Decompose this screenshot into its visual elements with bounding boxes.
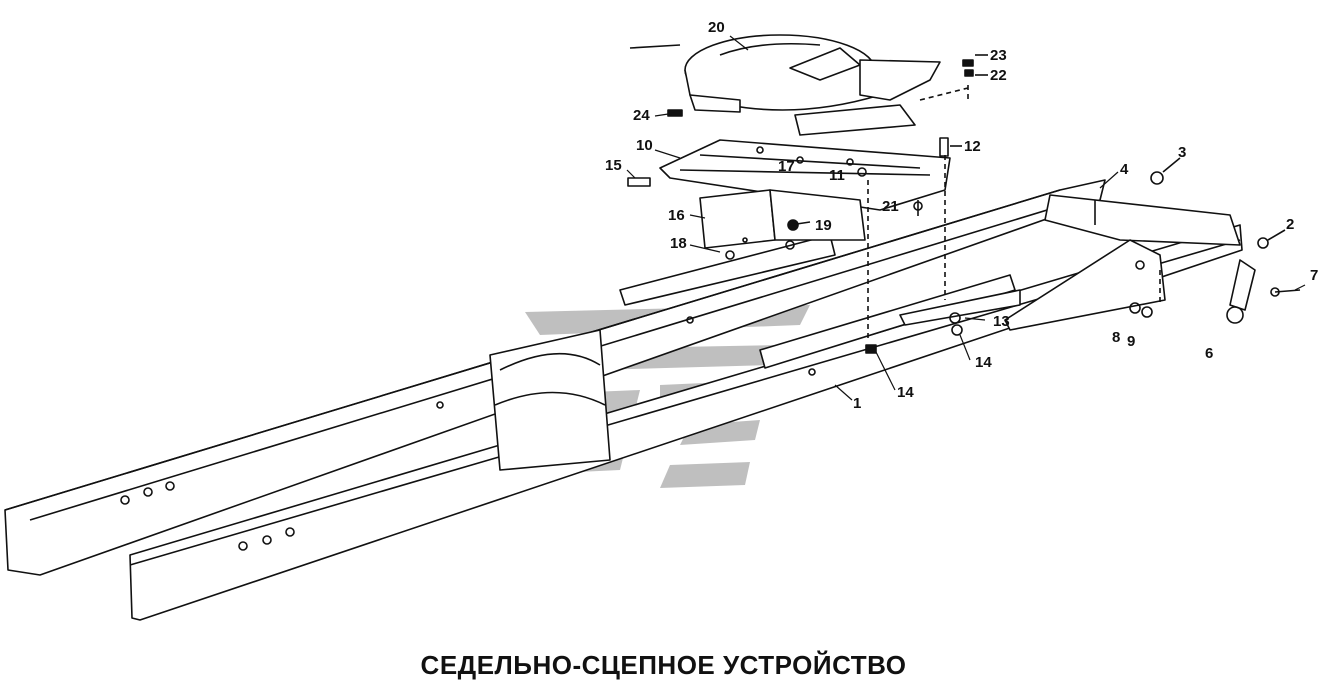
fifth-wheel	[629, 34, 941, 136]
callout-10: 10	[636, 137, 653, 154]
callout-23: 23	[990, 47, 1007, 64]
callout-1: 1	[853, 395, 861, 412]
callout-11: 11	[829, 167, 845, 184]
callout-leaders	[626, 35, 1306, 401]
callout-16: 16	[668, 207, 685, 224]
crossmember-tube	[489, 329, 611, 471]
callout-21: 21	[882, 198, 899, 215]
callout-labels: 20 23 22 24 10 12 15 17 11 3 4 16 21 19 …	[605, 19, 1318, 412]
callout-15: 15	[605, 157, 622, 174]
callout-17: 17	[778, 158, 795, 175]
callout-14-left: 14	[897, 384, 914, 401]
mounting-angles	[619, 234, 1021, 369]
callout-14-right: 14	[975, 354, 992, 371]
callout-6: 6	[1205, 345, 1213, 362]
callout-3: 3	[1178, 144, 1186, 161]
bracket-block	[699, 189, 866, 249]
rear-crossmember	[1004, 194, 1241, 331]
callout-4: 4	[1120, 161, 1129, 178]
callout-20: 20	[708, 19, 725, 36]
callout-18: 18	[670, 235, 687, 252]
diagram-caption: СЕДЕЛЬНО-СЦЕПНОЕ УСТРОЙСТВО	[420, 650, 907, 680]
callout-8: 8	[1112, 329, 1120, 346]
callout-19: 19	[815, 217, 832, 234]
callout-12: 12	[964, 138, 981, 155]
callout-2: 2	[1286, 216, 1294, 233]
callout-9: 9	[1127, 333, 1135, 350]
hardware-parts	[627, 54, 1301, 354]
mounting-plate	[659, 139, 951, 211]
assembly-dashed-lines	[867, 85, 1161, 340]
callout-7: 7	[1310, 267, 1318, 284]
callout-22: 22	[990, 67, 1007, 84]
callout-13: 13	[993, 313, 1010, 330]
callout-24: 24	[633, 107, 650, 124]
